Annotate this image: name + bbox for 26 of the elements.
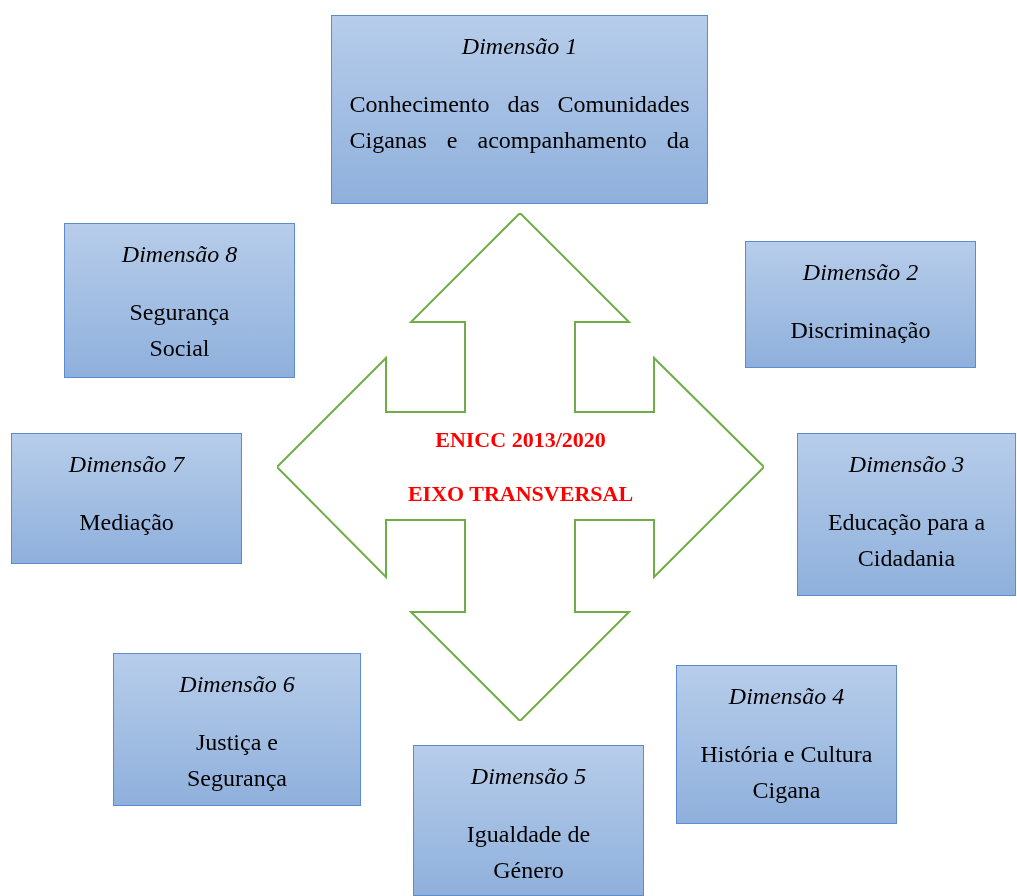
- dimension-description: Mediação: [78, 508, 175, 537]
- dimension-box: [745, 241, 976, 368]
- dimension-box: [64, 223, 295, 378]
- dimension-box: [413, 745, 644, 896]
- dimension-title: Dimensão 4: [728, 682, 845, 711]
- dimension-description: História e Cultura Cigana: [699, 740, 874, 805]
- center-title: EIXO TRANSVERSAL: [407, 480, 634, 508]
- dimension-description: Discriminação: [789, 316, 932, 345]
- dimension-box: [797, 433, 1016, 596]
- dimension-box: [11, 433, 242, 564]
- dimension-box: [113, 653, 361, 806]
- dimension-description: Segurança Social: [128, 298, 231, 363]
- dimension-title: Dimensão 1: [461, 32, 578, 61]
- dimension-description: Conhecimento das Comunidades Ciganas e acompanhamento da: [349, 90, 690, 155]
- dimension-description: Igualdade de Género: [465, 820, 592, 885]
- dimension-title: Dimensão 3: [848, 450, 965, 479]
- dimension-box: [676, 665, 897, 824]
- dimension-title: Dimensão 2: [802, 258, 919, 287]
- dimension-title: Dimensão 8: [121, 240, 238, 269]
- dimension-title: Dimensão 7: [68, 450, 185, 479]
- dimension-description: Justiça e Segurança: [186, 728, 288, 793]
- dimension-box: [331, 15, 708, 204]
- dimension-title: Dimensão 6: [179, 670, 295, 699]
- dimension-title: Dimensão 5: [470, 762, 587, 791]
- dimension-description: Educação para a Cidadania: [826, 508, 987, 573]
- center-title: ENICC 2013/2020: [435, 426, 606, 454]
